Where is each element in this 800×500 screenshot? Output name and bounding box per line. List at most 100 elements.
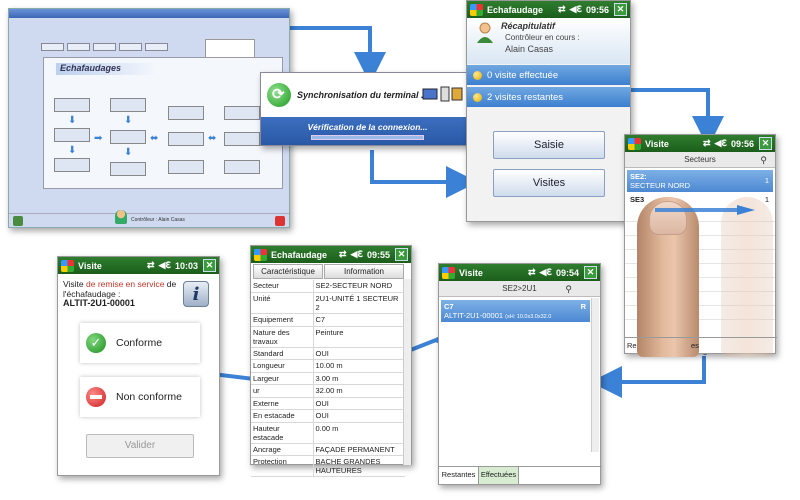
close-icon[interactable]: ✕ <box>203 259 216 272</box>
conforme-button[interactable]: ✓ Conforme <box>80 323 200 363</box>
titlebar: Visite ⇄ ◀ℇ 09:54 ✕ <box>439 264 600 281</box>
close-icon[interactable]: ✕ <box>395 248 408 261</box>
diagram-box[interactable] <box>110 130 146 144</box>
check-icon: ✓ <box>86 333 106 353</box>
sectors-header: Secteurs ⚲ <box>625 152 775 168</box>
sectors-screen: Visite ⇄ ◀ℇ 09:56 ✕ Secteurs ⚲ SE2: SECT… <box>624 134 777 357</box>
visites-button[interactable]: Visites <box>493 169 605 197</box>
item-dimensions: (sH: 10.0x3.0x32.0 <box>505 314 552 320</box>
controller-name: Alain Casas <box>505 44 554 54</box>
toolbar-button[interactable] <box>93 43 116 51</box>
sector-code: SE3 <box>630 195 645 204</box>
desktop-footer: Contrôleur : Alain Casas <box>9 210 289 227</box>
diagram-box[interactable] <box>168 160 204 174</box>
non-conforme-button[interactable]: Non conforme <box>80 377 200 417</box>
list-header-label: SE2>2U1 <box>502 284 537 293</box>
diagram-box[interactable] <box>168 106 204 120</box>
row-value: C7 <box>313 313 405 327</box>
titlebar-title: Visite <box>645 138 669 149</box>
titlebar-title: Visite <box>78 260 102 271</box>
list-row <box>625 307 775 320</box>
sector-row[interactable]: SE3 1 <box>627 193 773 207</box>
scaffold-code: ALTIT-2U1-00001 <box>63 298 135 308</box>
scrollbar[interactable] <box>403 279 411 465</box>
close-icon[interactable]: ✕ <box>759 137 772 150</box>
row-key: Equipement <box>251 313 314 327</box>
diagram-box[interactable] <box>110 98 146 112</box>
windows-flag-icon[interactable] <box>61 259 74 272</box>
row-value: BACHE GRANDES HAUTEURES <box>313 455 405 477</box>
tab-effectuees[interactable]: es <box>691 341 699 350</box>
diagram-box[interactable] <box>168 132 204 146</box>
sectors-header-label: Secteurs <box>684 155 716 164</box>
arrow-down-icon: ⬇ <box>68 145 77 156</box>
diagram-box[interactable] <box>110 162 146 176</box>
visits-left-row[interactable]: 2 visites restantes <box>467 87 630 107</box>
toolbar-button[interactable] <box>67 43 90 51</box>
row-value: 0.00 m <box>313 422 405 444</box>
close-icon[interactable]: ✕ <box>614 3 627 16</box>
saisie-button[interactable]: Saisie <box>493 131 605 159</box>
info-icon[interactable]: i <box>183 281 209 307</box>
windows-flag-icon[interactable] <box>628 137 641 150</box>
close-icon[interactable]: ✕ <box>584 266 597 279</box>
conforme-label: Conforme <box>116 337 163 349</box>
scrollbar[interactable] <box>591 298 599 452</box>
toolbar-button[interactable] <box>119 43 142 51</box>
tab-restantes[interactable]: Re <box>627 341 637 350</box>
column-header-key[interactable]: Caractéristique <box>253 264 323 279</box>
titlebar: Visite ⇄ ◀ℇ 10:03 ✕ <box>58 257 219 274</box>
recap-title: Récapitulatif <box>501 21 556 31</box>
diagram-box[interactable] <box>224 106 260 120</box>
tab-restantes[interactable]: Restantes <box>439 467 479 484</box>
list-row <box>625 279 775 292</box>
diagram-box[interactable] <box>224 132 260 146</box>
search-icon[interactable]: ⚲ <box>760 155 767 165</box>
valider-button[interactable]: Valider <box>86 434 194 458</box>
toolbar-button[interactable] <box>145 43 168 51</box>
search-icon[interactable]: ⚲ <box>565 284 572 294</box>
diagram-box[interactable] <box>224 160 260 174</box>
exit-icon[interactable] <box>275 216 285 226</box>
finger-ghost-image <box>721 197 773 357</box>
windows-flag-icon[interactable] <box>470 3 483 16</box>
sync-status: Vérification de la connexion... <box>307 122 428 132</box>
arrow-both-icon: ⬌ <box>150 133 159 144</box>
titlebar: Echafaudage ⇄ ◀ℇ 09:55 ✕ <box>251 246 411 263</box>
visit-text: Visite <box>63 279 86 289</box>
recap-header <box>467 18 630 64</box>
sync-status-icon: ⇄ <box>338 249 347 259</box>
toolbar-button[interactable] <box>41 43 64 51</box>
sector-row-selected[interactable]: SE2: SECTEUR NORD 1 <box>627 170 773 192</box>
visits-done-row[interactable]: 0 visite effectuée <box>467 65 630 85</box>
app-icon[interactable] <box>13 216 23 226</box>
diagram-box[interactable] <box>54 128 90 142</box>
item-code: C7 <box>444 302 454 311</box>
diagram-box[interactable] <box>54 98 90 112</box>
footer-user: Contrôleur : Alain Casas <box>131 217 185 223</box>
windows-flag-icon[interactable] <box>442 266 455 279</box>
column-header-value[interactable]: Information <box>324 264 404 279</box>
sync-icon <box>267 83 291 107</box>
diagram-box[interactable] <box>54 158 90 172</box>
list-item-selected[interactable]: C7 ALTIT-2U1-00001 (sH: 10.0x3.0x32.0 <box>441 300 590 322</box>
tab-effectuees[interactable]: Effectuées <box>479 467 519 484</box>
no-entry-icon <box>86 387 106 407</box>
windows-flag-icon[interactable] <box>254 248 267 261</box>
sync-status-icon: ⇄ <box>557 4 566 14</box>
bullet-icon <box>473 92 482 102</box>
